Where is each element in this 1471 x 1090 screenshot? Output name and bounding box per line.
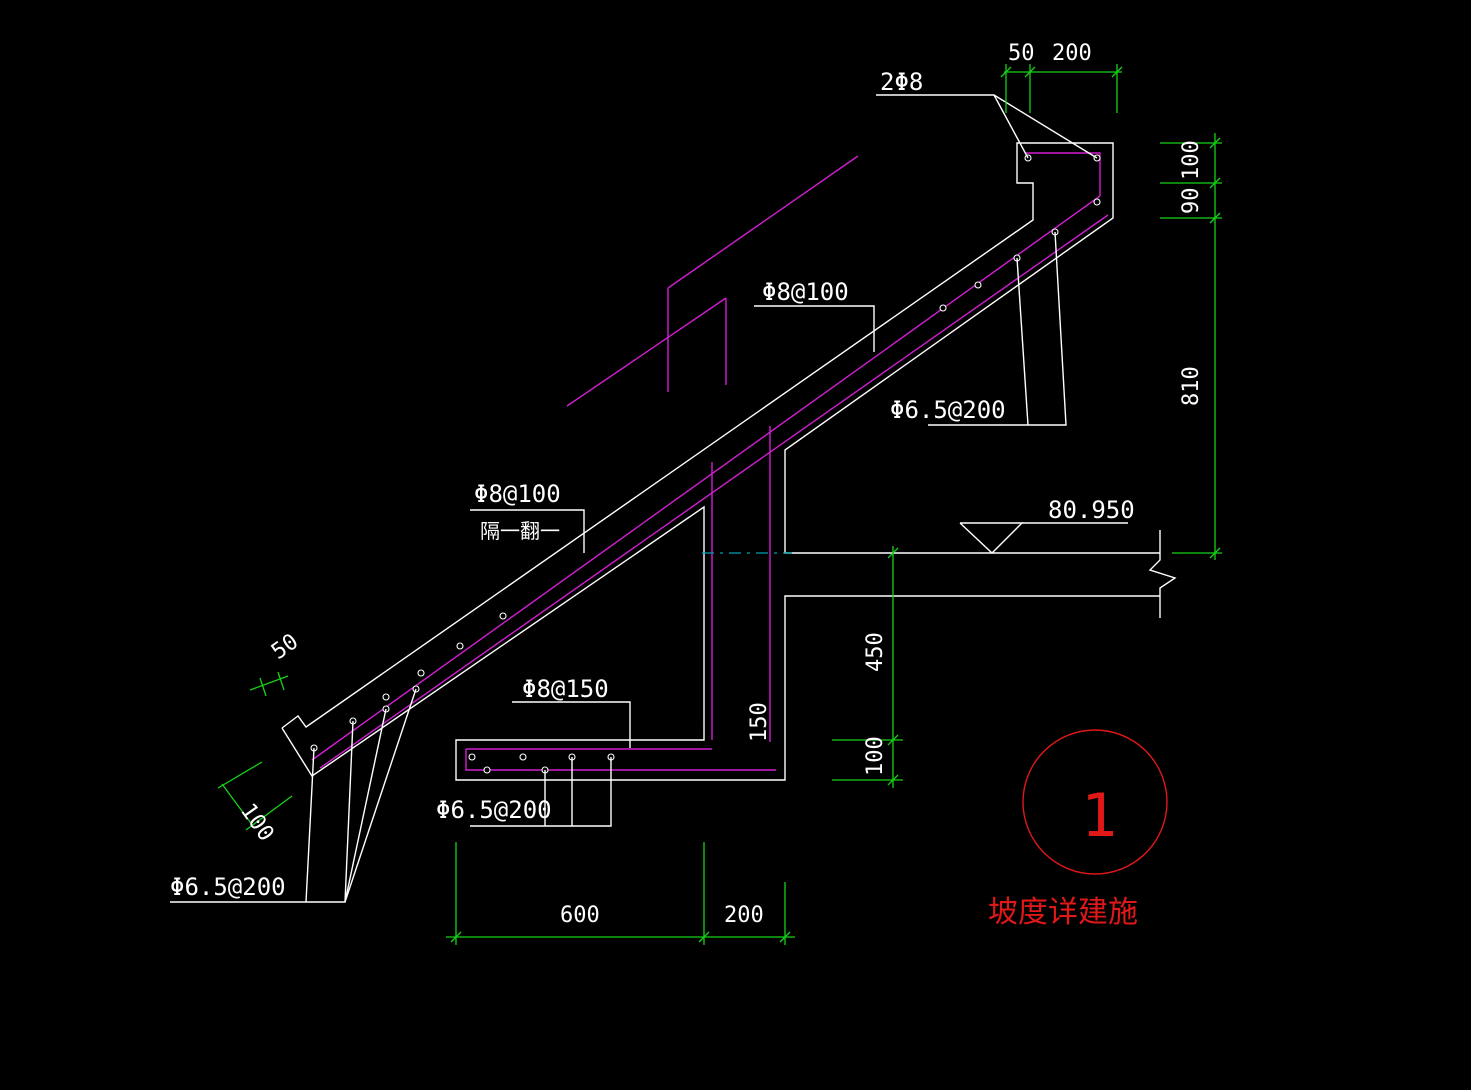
label-slab-bar-upper: Φ8@100 bbox=[762, 278, 849, 306]
label-dist-bar-left: Φ6.5@200 bbox=[170, 873, 286, 901]
dim-100-lower: 100 bbox=[863, 736, 888, 776]
dim-top-50: 50 bbox=[1008, 41, 1035, 66]
detail-number: 1 bbox=[1081, 781, 1117, 851]
dimension-lines bbox=[217, 64, 1222, 945]
label-top-bars: 2Φ8 bbox=[880, 68, 923, 96]
dim-top-200: 200 bbox=[1052, 41, 1092, 66]
rebar bbox=[311, 152, 1109, 771]
label-slab-bar-mid: Φ8@100 bbox=[474, 480, 561, 508]
dim-right-90: 90 bbox=[1179, 188, 1204, 215]
dim-left-50: 50 bbox=[267, 629, 303, 665]
label-dist-bar-right: Φ6.5@200 bbox=[890, 396, 1006, 424]
concrete-outline bbox=[281, 142, 1177, 781]
dim-450: 450 bbox=[863, 632, 888, 672]
slope-note: 坡度详建施 bbox=[988, 895, 1138, 930]
dim-right-810: 810 bbox=[1179, 366, 1204, 406]
dim-600: 600 bbox=[560, 903, 600, 928]
label-elevation: 80.950 bbox=[1048, 496, 1135, 524]
dim-150: 150 bbox=[747, 702, 772, 742]
dim-right-100: 100 bbox=[1179, 140, 1204, 180]
rebar-dots bbox=[310, 154, 1101, 774]
label-bottom-bar: Φ8@150 bbox=[522, 675, 609, 703]
label-slab-bar-mid-note: 隔一翻一 bbox=[480, 519, 560, 543]
dim-200: 200 bbox=[724, 903, 764, 928]
detail-circle bbox=[1022, 729, 1168, 875]
leader-lines bbox=[170, 94, 1128, 903]
label-dist-bar-bottom: Φ6.5@200 bbox=[436, 796, 552, 824]
dim-left-100: 100 bbox=[235, 799, 278, 846]
